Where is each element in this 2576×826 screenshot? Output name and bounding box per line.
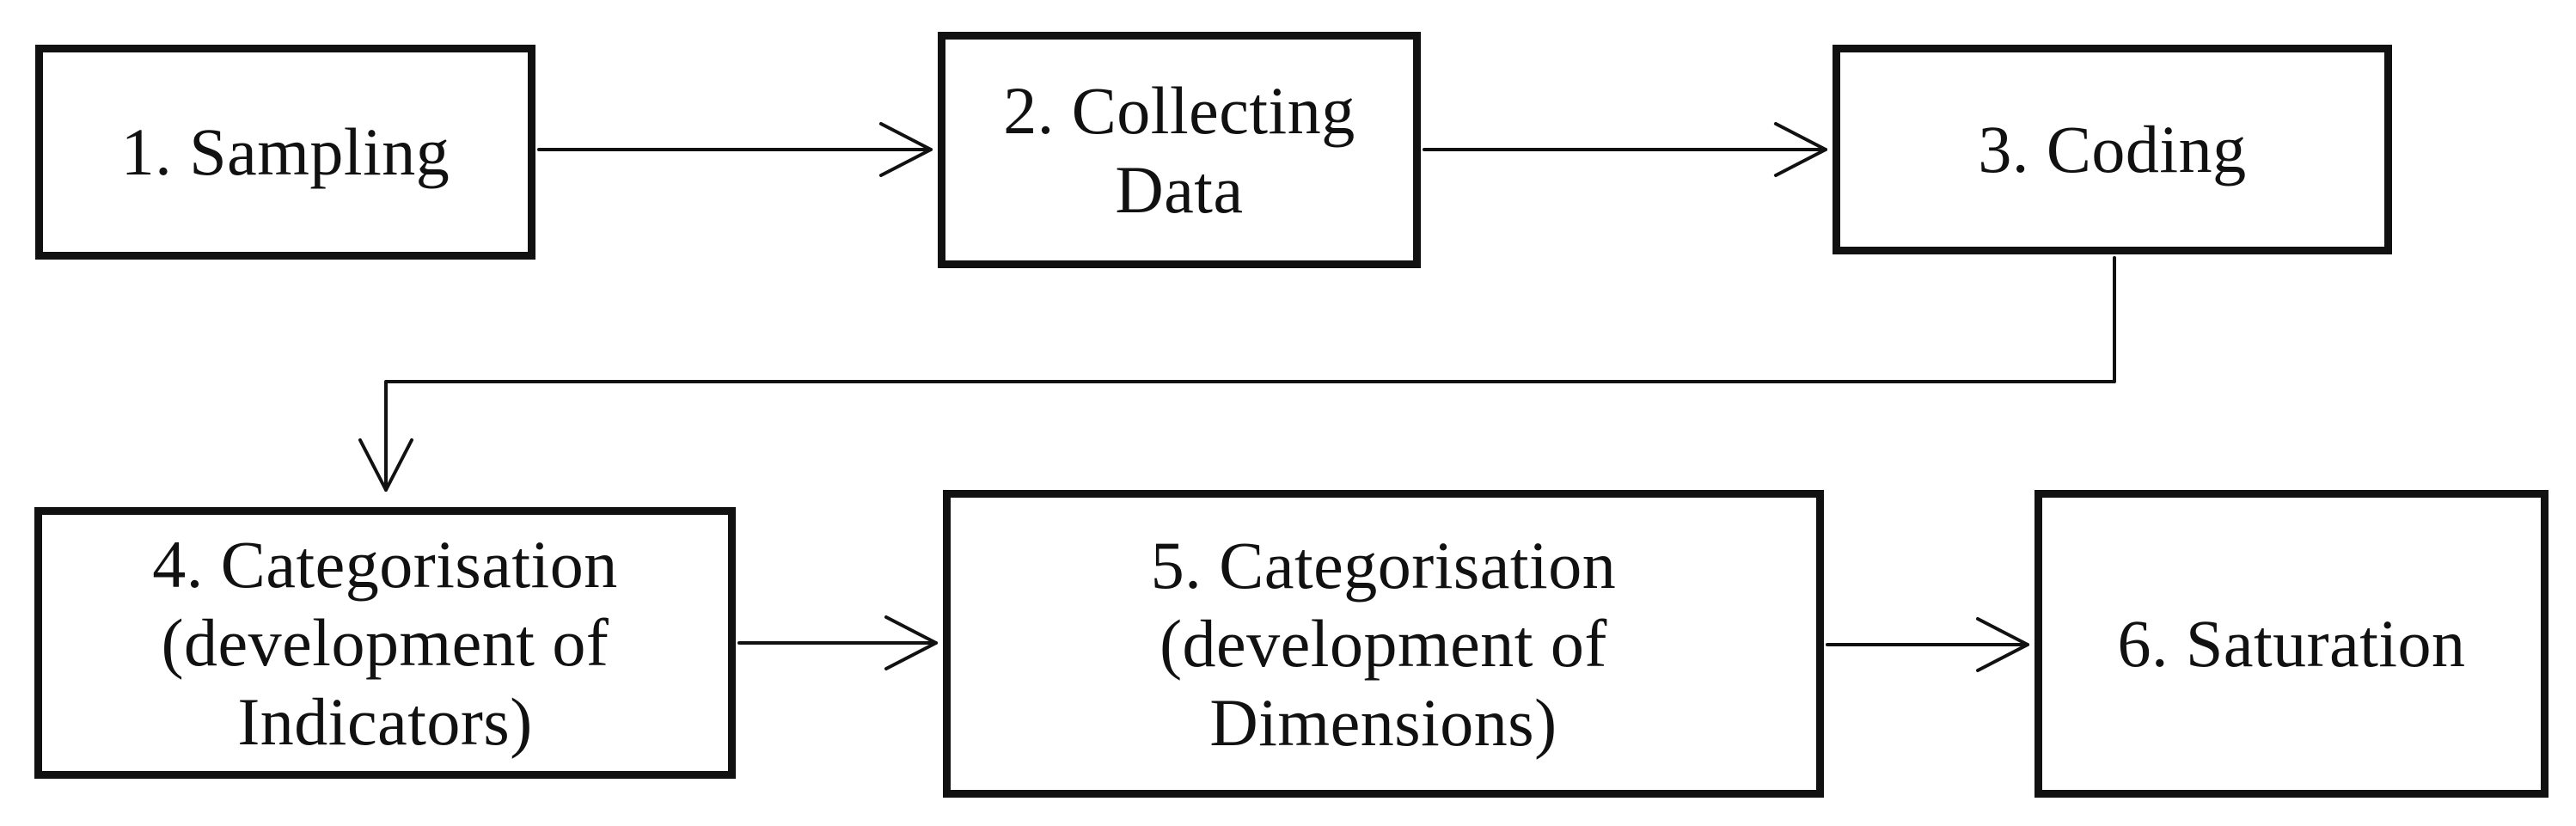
step-label-collecting-data: 2. Collecting Data bbox=[1003, 73, 1355, 227]
step-box-sampling: 1. Sampling bbox=[35, 45, 535, 260]
step-box-collecting-data: 2. Collecting Data bbox=[938, 32, 1421, 268]
step-label-categorisation-indicators: 4. Categorisation (development of Indica… bbox=[152, 527, 618, 759]
step-label-saturation: 6. Saturation bbox=[2117, 606, 2466, 682]
step-box-saturation: 6. Saturation bbox=[2034, 490, 2548, 798]
arrow-5-to-6 bbox=[1826, 617, 2029, 672]
arrow-2-to-3 bbox=[1423, 122, 1827, 177]
step-label-coding: 3. Coding bbox=[1978, 112, 2247, 187]
arrow-3-to-4 bbox=[358, 256, 2116, 492]
step-label-sampling: 1. Sampling bbox=[120, 114, 450, 190]
step-label-categorisation-dimensions: 5. Categorisation (development of Dimens… bbox=[1150, 528, 1617, 760]
step-box-coding: 3. Coding bbox=[1833, 45, 2392, 254]
step-box-categorisation-dimensions: 5. Categorisation (development of Dimens… bbox=[943, 490, 1824, 798]
arrow-1-to-2 bbox=[537, 122, 933, 177]
step-box-categorisation-indicators: 4. Categorisation (development of Indica… bbox=[34, 507, 736, 779]
arrow-4-to-5 bbox=[737, 615, 938, 670]
